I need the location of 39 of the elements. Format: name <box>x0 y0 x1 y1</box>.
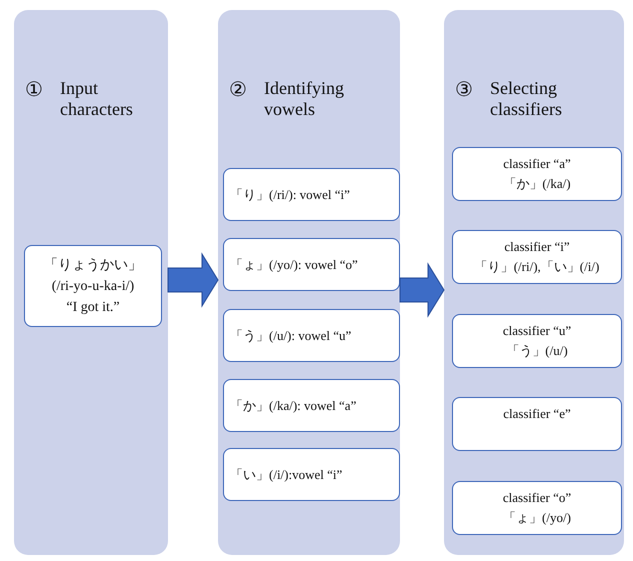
box-text: 「か」(/ka/) <box>502 175 572 193</box>
text-box <box>223 379 400 432</box>
stage-panel <box>218 10 400 555</box>
box-text: classifier “o” <box>502 489 572 507</box>
box-text: 「り」(/ri/): vowel “i” <box>230 186 351 204</box>
stage-panel <box>14 10 168 555</box>
text-box <box>452 230 622 284</box>
box-text: (/ri-yo-u-ka-i/) <box>50 278 136 296</box>
text-box <box>452 314 622 368</box>
box-text: 「か」(/ka/): vowel “a” <box>230 396 358 415</box>
box-text: classifier “e” <box>502 405 572 423</box>
box-text: 「う」(/u/) <box>505 342 569 360</box>
box-text: 「ょ」(/yo/): vowel “o” <box>230 256 359 274</box>
box-text: 「い」(/i/):vowel “i” <box>230 466 344 484</box>
text-box <box>452 147 622 201</box>
text-box <box>24 245 162 327</box>
stage-heading: Selecting classifiers <box>490 78 563 120</box>
text-box <box>223 168 400 221</box>
text-box <box>223 448 400 501</box>
stage-heading: Identifying vowels <box>264 78 345 120</box>
block-arrow <box>400 262 445 318</box>
step-number: ① <box>25 80 43 100</box>
stage-panel <box>444 10 624 555</box>
step-number: ② <box>229 80 247 100</box>
step-number: ③ <box>455 80 473 100</box>
box-text: classifier “i” <box>503 238 571 256</box>
box-text: “I got it.” <box>65 298 121 316</box>
block-arrow <box>168 252 219 308</box>
text-box <box>452 481 622 535</box>
box-text: 「ょ」(/yo/) <box>502 509 572 527</box>
box-text: 「り」(/ri/),「い」(/i/) <box>474 258 600 276</box>
box-text: 「りょうかい」 <box>43 256 143 274</box>
text-box <box>223 238 400 291</box>
box-text: classifier “a” <box>502 155 572 173</box>
box-text: 「う」(/u/): vowel “u” <box>230 326 352 345</box>
text-box <box>223 309 400 362</box>
stage-heading: Input characters <box>60 78 134 120</box>
text-box <box>452 397 622 451</box>
box-text: classifier “u” <box>502 322 572 340</box>
